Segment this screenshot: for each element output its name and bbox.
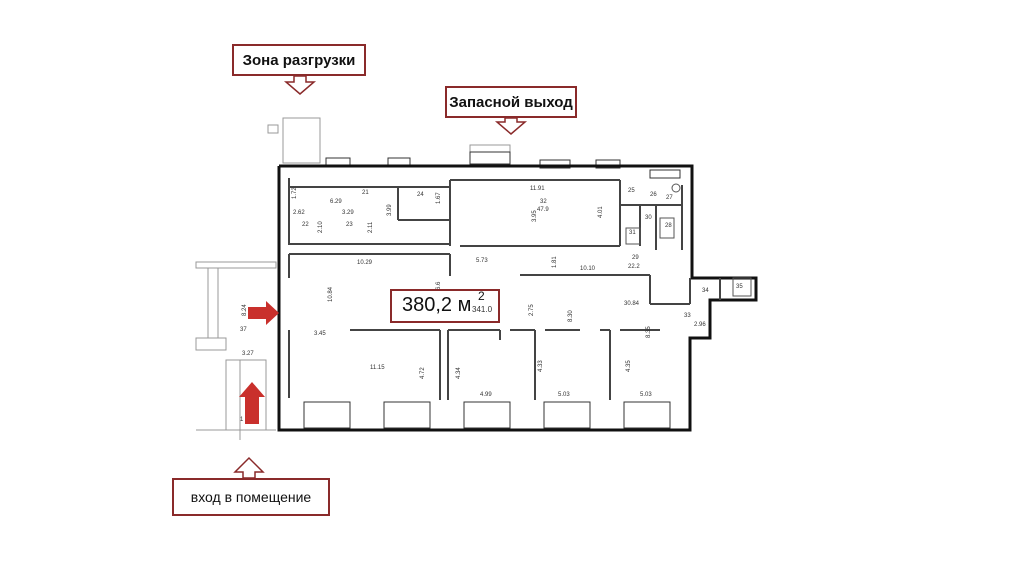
- room-31: 31: [629, 230, 636, 236]
- room-21: 21: [362, 190, 369, 196]
- room-22: 22: [302, 222, 309, 228]
- dim: 4.34: [456, 367, 462, 379]
- dim: 8.24: [242, 304, 248, 316]
- outline-arrow-up-icon: [233, 456, 265, 479]
- room-29: 29: [632, 255, 639, 261]
- dim: 2.11: [368, 221, 374, 233]
- dimension-labels: 1.72 6.29 3.99 1.67 11.91 2.62 3.29 2.10…: [240, 186, 706, 423]
- dim: 10.10: [580, 266, 596, 272]
- room-27: 27: [666, 195, 673, 201]
- room-34: 34: [702, 288, 709, 294]
- room-35: 35: [736, 284, 743, 290]
- dim: 5.73: [476, 258, 488, 264]
- outer-walls: [277, 164, 758, 432]
- dim: 10.29: [357, 260, 373, 266]
- total-area-value: 380,2 м: [402, 294, 472, 316]
- dim: 1.81: [552, 256, 558, 268]
- red-arrow-up-icon: [239, 382, 265, 424]
- dim: 11.91: [530, 186, 545, 192]
- dim: 4.33: [538, 360, 544, 372]
- room-23: 23: [346, 222, 353, 228]
- dim: 6.29: [330, 199, 342, 205]
- dim: 8.35: [646, 326, 652, 338]
- dim: 2.96: [694, 322, 706, 328]
- outline-arrow-down-icon: [494, 117, 528, 135]
- dim: 3.27: [242, 351, 254, 357]
- dim: 2.62: [293, 210, 305, 216]
- dim: 3.45: [314, 331, 326, 337]
- room-28: 28: [665, 223, 672, 229]
- emergency-exit-label: Запасной выход: [445, 86, 577, 118]
- dim: 1: [240, 417, 244, 423]
- room-26: 26: [650, 192, 657, 198]
- entrance-label: вход в помещение: [172, 478, 330, 516]
- unloading-zone-label: Зона разгрузки: [232, 44, 366, 76]
- room-24: 24: [417, 192, 424, 198]
- dim: 3.29: [342, 210, 354, 216]
- dim: 6.6: [436, 281, 442, 290]
- dim: 2.75: [529, 304, 535, 316]
- room-25: 25: [628, 188, 635, 194]
- red-arrow-right-icon: [248, 301, 279, 325]
- dim: 22.2: [628, 264, 640, 270]
- dim: 3.99: [387, 204, 393, 216]
- room-33: 33: [684, 313, 691, 319]
- top-wall-features: [325, 151, 681, 179]
- fixtures: [625, 183, 752, 297]
- outline-arrow-down-icon: [283, 75, 317, 95]
- total-area-badge: 380,2 м 2 341.0: [390, 289, 500, 323]
- dim: 2.10: [318, 221, 324, 233]
- dim: 5.03: [640, 392, 652, 398]
- bottom-windows: [303, 401, 671, 429]
- total-area-note: 341.0: [472, 305, 493, 314]
- total-area-superscript: 2: [478, 289, 485, 303]
- dim: 4.35: [626, 360, 632, 372]
- room-30: 30: [645, 215, 652, 221]
- dim: 1.72: [292, 187, 298, 199]
- dim: 4.99: [480, 392, 492, 398]
- dim: 5.03: [558, 392, 570, 398]
- dim: 4.72: [420, 367, 426, 379]
- dim: 8.30: [568, 310, 574, 322]
- room-32: 32: [540, 199, 547, 205]
- interior-walls: [288, 178, 721, 400]
- dim: 47.9: [537, 207, 549, 213]
- dim: 11.15: [370, 365, 385, 371]
- dim: 4.01: [598, 206, 604, 218]
- dim: 1.67: [436, 192, 442, 204]
- dim: 3.95: [532, 210, 538, 222]
- dim: 30.84: [624, 301, 640, 307]
- room-37: 37: [240, 327, 247, 333]
- room-numbers: 21 22 23 24 25 26 27 28 29 30 31 32 33 3…: [240, 188, 743, 333]
- dim: 10.84: [328, 286, 334, 302]
